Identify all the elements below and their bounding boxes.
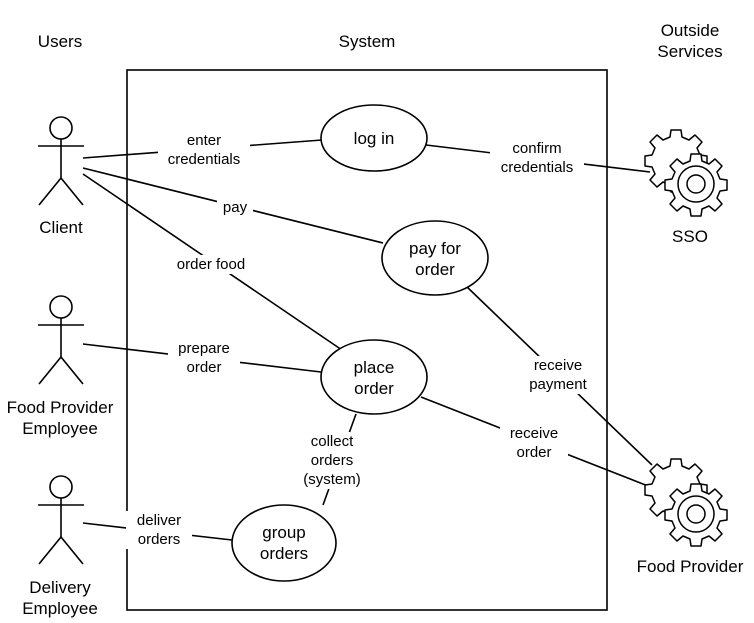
food-provider-employee-actor-icon xyxy=(38,295,84,385)
edge-label-prepare-order: prepare order xyxy=(168,339,240,377)
usecase-group-shape xyxy=(231,504,337,582)
usecase-pay-for-order: pay for order xyxy=(409,239,461,279)
delivery-employee-label: Delivery Employee xyxy=(22,578,98,618)
edge-label-order-food: order food xyxy=(166,255,256,274)
food-provider-gear-icon xyxy=(644,458,728,547)
usecase-place-order: place order xyxy=(353,358,395,398)
edge-label-receive-order: receive order xyxy=(500,424,568,462)
edge-label-enter-credentials: enter credentials xyxy=(158,131,250,169)
sso-label: SSO xyxy=(672,227,708,246)
client-label: Client xyxy=(39,218,83,237)
system-boundary xyxy=(126,69,608,611)
usecase-group-orders: group orders xyxy=(259,523,309,563)
usecase-login-shape xyxy=(320,104,428,172)
edge-label-deliver-orders: deliver orders xyxy=(126,511,192,549)
client-actor-icon xyxy=(38,116,84,206)
usecase-login: log in xyxy=(353,128,395,148)
header-system: System xyxy=(338,32,396,51)
sso-gear-icon xyxy=(644,129,728,217)
edge-label-receive-payment: receive payment xyxy=(520,356,596,394)
food-provider-label: Food Provider xyxy=(636,557,744,576)
usecase-pay-shape xyxy=(381,220,489,296)
food-provider-employee-label: Food Provider Employee xyxy=(6,398,114,438)
header-outside-services: Outside Services xyxy=(657,21,723,61)
edge-label-pay: pay xyxy=(217,198,253,217)
usecase-place-shape xyxy=(320,339,428,415)
header-users: Users xyxy=(37,32,83,51)
edge-label-confirm-credentials: confirm credentials xyxy=(490,139,584,177)
delivery-employee-actor-icon xyxy=(38,475,84,565)
edge-label-collect-orders: collect orders (system) xyxy=(294,432,370,489)
